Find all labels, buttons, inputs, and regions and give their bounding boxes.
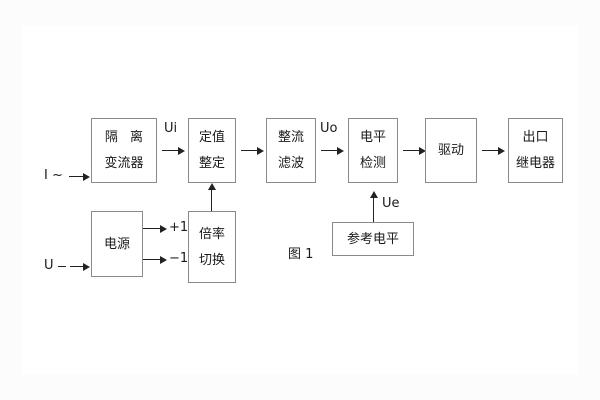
connector-level-to-drive bbox=[403, 150, 419, 151]
connector-rectify-to-level bbox=[321, 150, 337, 151]
arrowhead-multiplier-to-setting bbox=[207, 183, 216, 190]
connector-power-minus12v bbox=[143, 259, 160, 260]
arrowhead-power-plus12v bbox=[160, 224, 167, 233]
block-setting[interactable]: 定值 整定 bbox=[188, 118, 236, 183]
block-setting-line2: 整定 bbox=[198, 156, 225, 171]
figure-caption: 图 1 bbox=[288, 247, 314, 262]
current-input-label: I ~ bbox=[44, 168, 63, 183]
block-reference-level[interactable]: 参考电平 bbox=[332, 222, 414, 256]
connector-voltage-to-power bbox=[70, 266, 83, 267]
block-level-detect-line1: 电平 bbox=[359, 130, 386, 145]
block-power-supply-line1: 电源 bbox=[103, 236, 130, 252]
block-rectify-filter[interactable]: 整流 滤波 bbox=[266, 118, 316, 183]
block-isolation-ct-line2: 变流器 bbox=[104, 156, 144, 171]
block-output-relay[interactable]: 出口 继电器 bbox=[508, 118, 563, 183]
block-output-relay-line2: 继电器 bbox=[515, 156, 555, 171]
block-multiplier-switch-line2: 切换 bbox=[198, 252, 225, 268]
connector-multiplier-to-setting bbox=[211, 189, 212, 211]
signal-ui-label: Ui bbox=[164, 121, 178, 136]
block-rectify-filter-line2: 滤波 bbox=[277, 156, 304, 171]
arrowhead-level-to-drive bbox=[419, 146, 426, 155]
arrowhead-reference-to-level bbox=[369, 191, 378, 198]
arrowhead-isolation-to-setting bbox=[178, 146, 185, 155]
voltage-input-label: U bbox=[44, 258, 54, 273]
arrowhead-rectify-to-level bbox=[337, 146, 344, 155]
connector-isolation-to-setting bbox=[162, 150, 178, 151]
connector-drive-to-relay bbox=[482, 150, 498, 151]
signal-ue-label: Ue bbox=[382, 196, 400, 211]
block-isolation-ct-line1: 隔 离 bbox=[104, 130, 148, 145]
block-drive-line1: 驱动 bbox=[437, 143, 464, 158]
arrowhead-setting-to-rectify bbox=[257, 146, 264, 155]
block-level-detect-line2: 检测 bbox=[359, 156, 386, 171]
block-multiplier-switch-line1: 倍率 bbox=[198, 226, 225, 242]
block-reference-level-line1: 参考电平 bbox=[346, 231, 399, 247]
arrowhead-current-to-isolation bbox=[83, 172, 90, 181]
arrowhead-power-minus12v bbox=[160, 255, 167, 264]
arrowhead-drive-to-relay bbox=[498, 146, 505, 155]
connector-reference-to-level bbox=[373, 197, 374, 222]
block-isolation-ct[interactable]: 隔 离 变流器 bbox=[91, 118, 157, 183]
block-power-supply[interactable]: 电源 bbox=[91, 211, 143, 277]
block-setting-line1: 定值 bbox=[198, 130, 225, 145]
block-rectify-filter-line1: 整流 bbox=[277, 130, 304, 145]
connector-power-plus12v bbox=[143, 228, 160, 229]
connector-voltage-dash bbox=[58, 266, 66, 267]
connector-setting-to-rectify bbox=[241, 150, 257, 151]
block-drive[interactable]: 驱动 bbox=[425, 118, 477, 183]
arrowhead-voltage-to-power bbox=[83, 262, 90, 271]
signal-uo-label: Uo bbox=[320, 121, 338, 136]
block-level-detect[interactable]: 电平 检测 bbox=[348, 118, 398, 183]
block-multiplier-switch[interactable]: 倍率 切换 bbox=[188, 211, 236, 283]
connector-current-to-isolation bbox=[69, 176, 83, 177]
diagram-panel: I ~ 隔 离 变流器 Ui 定值 整定 整流 滤波 Uo bbox=[22, 26, 578, 374]
block-output-relay-line1: 出口 bbox=[522, 130, 549, 145]
